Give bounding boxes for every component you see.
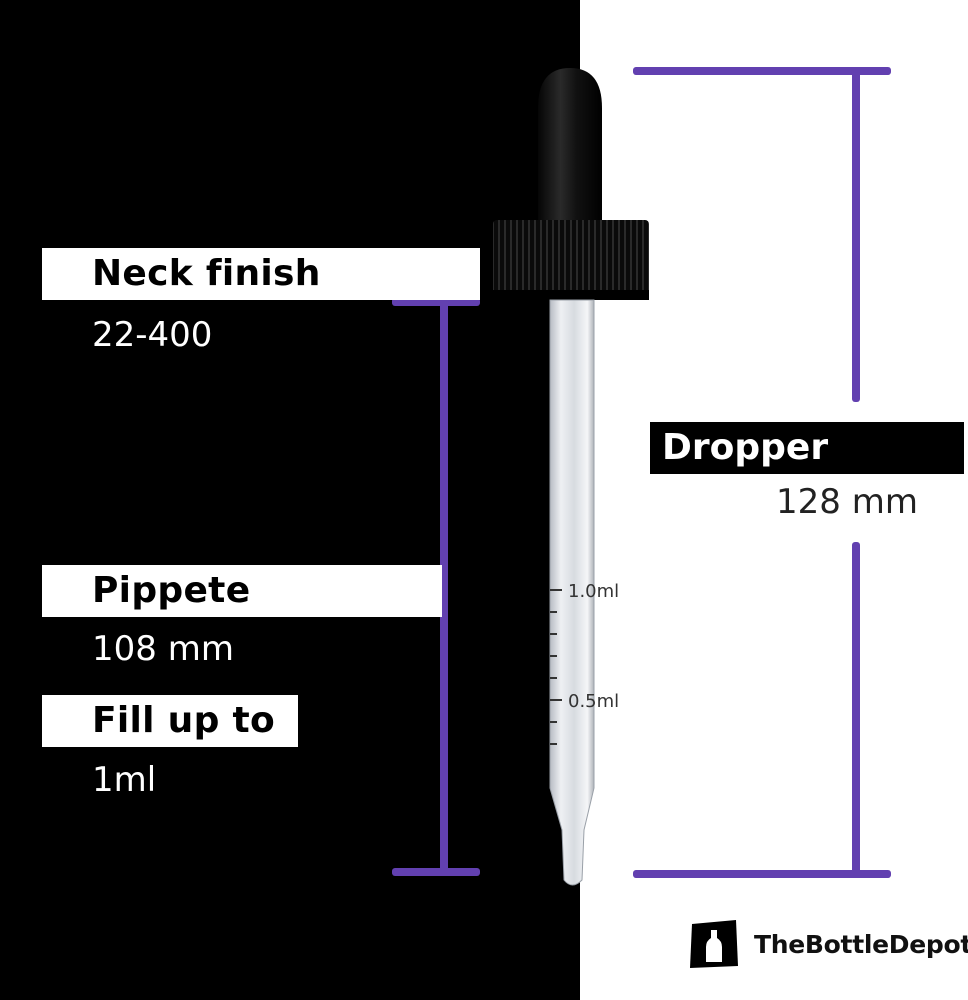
dropper-image: 1.0ml 0.5ml <box>493 68 649 886</box>
height-bracket-lower-vertical <box>852 542 860 876</box>
fill-value: 1ml <box>92 760 157 800</box>
pipette-value: 108 mm <box>92 629 234 669</box>
pipette-bracket-bottom <box>392 868 480 876</box>
left-background-panel <box>0 0 580 1000</box>
bottle-logo-icon <box>690 920 738 968</box>
pipette-bracket-top <box>392 298 480 306</box>
fill-label: Fill up to <box>42 695 298 747</box>
dropper-cap <box>493 220 649 298</box>
dropper-bulb <box>538 68 602 230</box>
dropper-height-label: Dropper Height <box>650 422 964 520</box>
pipette-bracket-vertical <box>440 300 448 874</box>
neck-finish-label: Neck finish <box>42 248 480 300</box>
brand-logo: TheBottleDepot <box>688 918 968 970</box>
pipette-mark-top: 1.0ml <box>568 581 619 602</box>
pipette-label: Pippete <box>42 565 442 617</box>
right-background-panel <box>580 0 968 1000</box>
height-bracket-bottom <box>633 870 891 878</box>
brand-name: TheBottleDepot <box>754 929 968 959</box>
pipette-mark-bottom: 0.5ml <box>568 691 619 712</box>
height-bracket-top <box>633 67 891 75</box>
dropper-height-value: 128 mm <box>776 482 918 522</box>
neck-finish-value: 22-400 <box>92 315 213 355</box>
height-bracket-upper-vertical <box>852 70 860 402</box>
pipette-tube <box>549 299 595 886</box>
